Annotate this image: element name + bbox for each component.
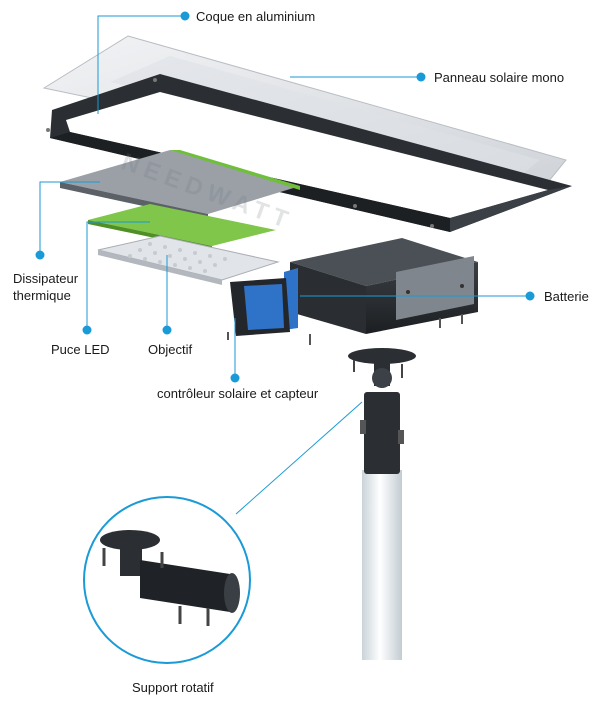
battery-box (284, 238, 478, 345)
label-puce-led: Puce LED (51, 342, 110, 357)
callout-lines (39, 15, 530, 515)
dot-controleur (230, 373, 240, 383)
dot-puce-led (82, 325, 92, 335)
label-batterie: Batterie (544, 289, 589, 304)
dot-dissipateur (35, 250, 45, 260)
callout-dots (35, 11, 535, 383)
label-panneau: Panneau solaire mono (434, 70, 565, 85)
dot-objectif (162, 325, 172, 335)
label-dissipateur: Dissipateur thermique (13, 271, 79, 303)
lens (97, 235, 280, 285)
label-coque: Coque en aluminium (196, 9, 316, 24)
label-objectif: Objectif (148, 342, 193, 357)
dot-panneau (416, 72, 426, 82)
dot-batterie (525, 291, 535, 301)
label-controleur: contrôleur solaire et capteur (157, 386, 319, 401)
rotating-support-zoom (83, 496, 251, 664)
label-support: Support rotatif (132, 680, 214, 695)
pole (348, 348, 416, 660)
dot-coque (180, 11, 190, 21)
solar-controller (227, 278, 290, 340)
